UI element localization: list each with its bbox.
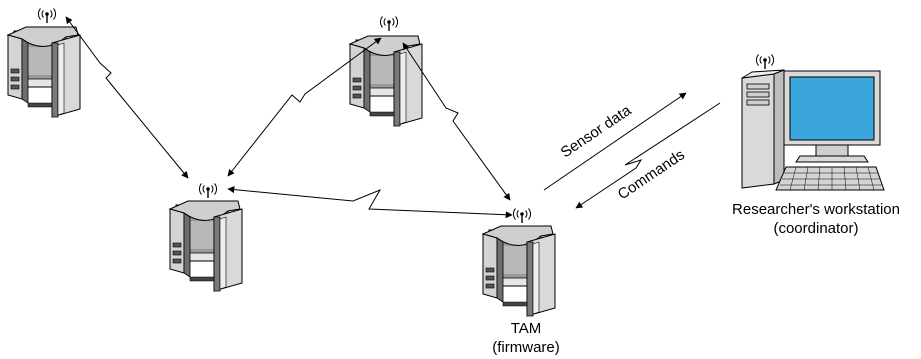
wireless-links bbox=[65, 16, 721, 219]
radio-antenna-icon bbox=[755, 53, 775, 70]
sensor-node-3 bbox=[169, 182, 243, 292]
sensor-node-icon bbox=[7, 26, 81, 118]
wireless-link-icon bbox=[65, 16, 189, 179]
radio-antenna-icon bbox=[512, 207, 532, 224]
workstation-sublabel: (coordinator) bbox=[773, 220, 858, 237]
computer-workstation-icon bbox=[741, 53, 885, 191]
wireless-link-icon bbox=[402, 42, 511, 201]
sensor-node-icon bbox=[482, 225, 556, 317]
radio-antenna-icon bbox=[37, 7, 57, 24]
wireless-link-icon bbox=[227, 186, 513, 219]
sensor-node-1 bbox=[7, 7, 81, 118]
radio-antenna-icon bbox=[379, 15, 399, 32]
sensor-node-icon bbox=[349, 35, 423, 127]
wireless-link-icon bbox=[543, 92, 687, 191]
sensor-data-label: Sensor data bbox=[558, 102, 635, 162]
wireless-link-icon bbox=[227, 37, 382, 177]
tam-label: TAM bbox=[511, 320, 542, 337]
workstation-label: Researcher's workstation bbox=[732, 201, 900, 218]
sensor-node-icon bbox=[169, 200, 243, 292]
sensor-node-tam bbox=[482, 207, 556, 317]
wireless-link-icon bbox=[575, 102, 721, 209]
tam-sublabel: (firmware) bbox=[492, 339, 560, 356]
sensor-node-2 bbox=[349, 15, 423, 127]
radio-antenna-icon bbox=[198, 182, 218, 199]
